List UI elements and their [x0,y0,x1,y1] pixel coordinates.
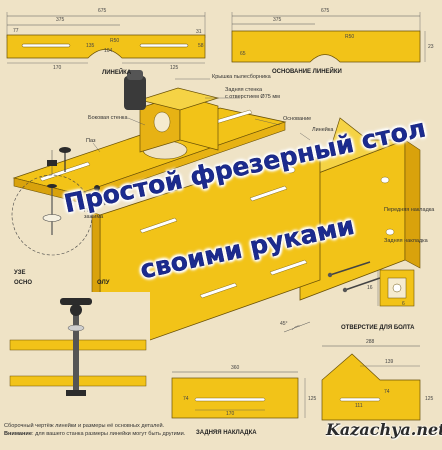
footnote-line-2: Внимание: для вашего станка размеры лине… [4,431,185,437]
dim-base-23: 23 [428,44,434,50]
dim-side-139: 139 [385,359,394,365]
dim-rear-125: 125 [308,396,317,402]
dim-base-675: 675 [321,8,330,14]
dim-ruler-58: 58 [198,43,204,49]
dim-rear-360: 360 [231,365,240,371]
clamp-detail [4,292,150,396]
label-angle: 45° [280,321,288,327]
label-zadnyaya-nakladka: ЗАДНЯЯ НАКЛАДКА [196,430,257,436]
dim-ruler-675: 675 [98,8,107,14]
label-zadnyaya-stenka: Задняя стенка [225,87,263,93]
watermark: Kazachya.net [326,420,442,439]
label-osnovanie: Основание [283,116,312,122]
ruler-base-drawing [231,12,426,63]
label-zadnyaya-stenka-sub: с отверстием Ø75 мм [225,94,280,100]
dim-side-74: 74 [384,389,390,395]
label-perednyaya-nakladka: Передняя накладка [384,207,435,213]
dim-rear-170: 170 [226,411,235,417]
dim-side-125: 125 [425,396,434,402]
dim-side-111: 111 [355,403,363,409]
label-otverstie: ОТВЕРСТИЕ ДЛЯ БОЛТА [341,325,415,331]
dim-ruler-31: 31 [196,29,202,35]
dim-side-288: 288 [366,339,375,345]
dim-hole-6: 6 [402,301,405,307]
dim-ruler-104: 104 [104,48,113,54]
dim-ruler-125: 125 [170,65,179,71]
assembly-drawing [12,70,421,341]
dim-ruler-170: 170 [53,65,62,71]
label-lineyka-small: Линейка [312,127,334,133]
dim-ruler-375: 375 [56,17,65,23]
dim-base-375: 375 [273,17,282,23]
label-uzel: УЗЕ [14,270,26,276]
rear-plate-drawing [171,371,306,419]
ruler-drawing [6,12,206,64]
footnote-line-1: Сборочный чертёж линейки и размеры её ос… [4,423,165,429]
dim-base-R50: R50 [345,34,355,40]
bolt-hole-detail [377,269,415,307]
dim-hole-16: 16 [367,285,373,291]
dim-base-65: 65 [240,51,246,57]
leader-lines [92,78,311,153]
label-paz: Паз [86,138,96,144]
dim-rear-74: 74 [183,396,189,402]
footnote-rest: : для вашего станка размеры линейки могу… [31,431,186,437]
dim-ruler-77: 77 [13,28,19,34]
label-kryshka: Крышка пылесборника [212,74,271,80]
dim-ruler-R50: R50 [110,38,120,44]
label-paz-zazhima: Паз зажима [84,208,104,221]
angle-mark [283,321,311,333]
label-olu: ОЛУ [97,280,110,286]
knob-detail [11,150,93,256]
label-zadnyaya-nakladka-small: Задняя накладка [384,238,428,244]
footnote-warning: Внимание [4,431,32,437]
label-osnovanie-lineyki: ОСНОВАНИЕ ЛИНЕЙКИ [272,69,342,75]
side-panel-drawing [321,345,421,421]
label-bokovaya-stenka: Боковая стенка [88,115,128,121]
label-lineyka: ЛИНЕЙКА [102,70,132,76]
label-osno: ОСНО [14,280,32,286]
dim-ruler-135: 135 [86,43,95,49]
